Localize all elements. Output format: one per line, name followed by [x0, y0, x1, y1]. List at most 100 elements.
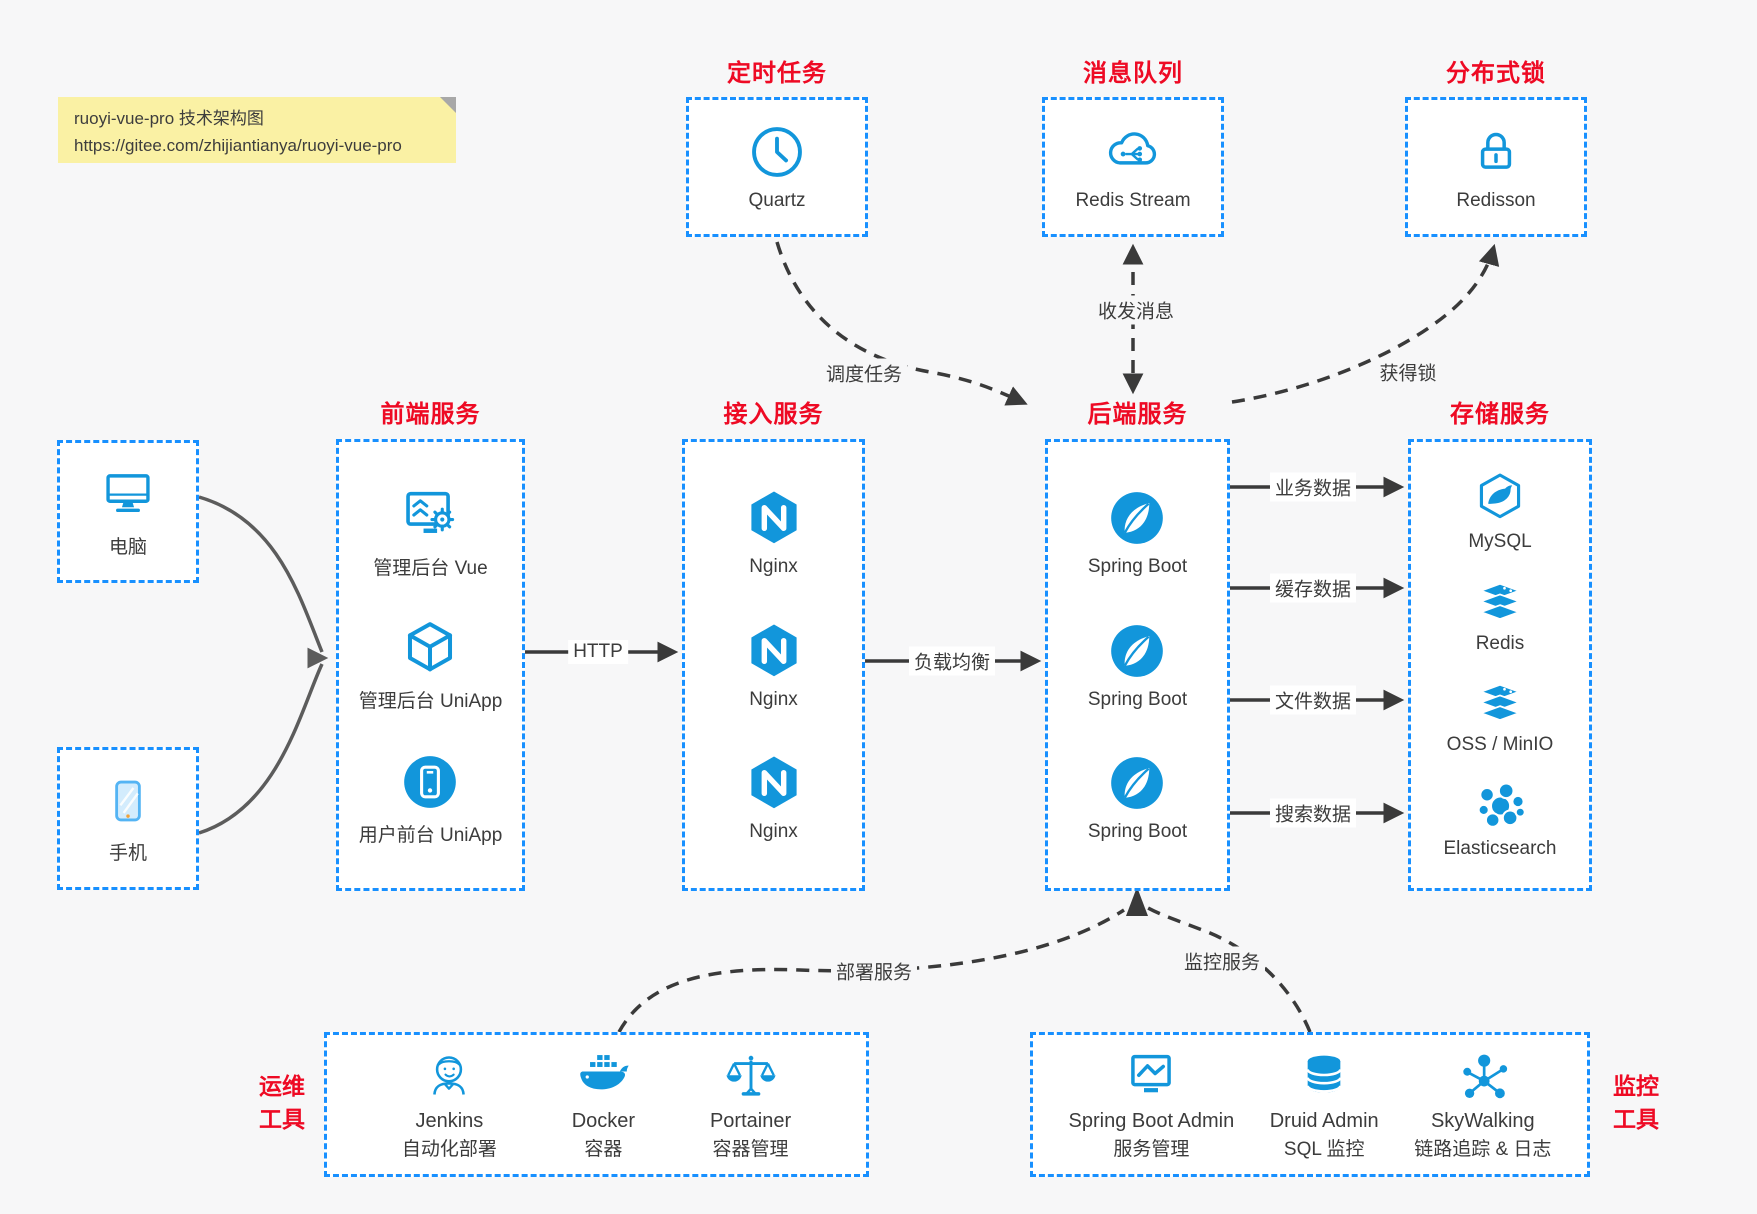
node-quartz: Quartz: [686, 97, 868, 237]
edge-label-load-balance: 负载均衡: [908, 646, 996, 676]
group-title-scheduled-jobs: 定时任务: [727, 60, 827, 87]
node-sublabel: SQL 监控: [1283, 1138, 1365, 1160]
node-redis-stream: Redis Stream: [1042, 97, 1224, 237]
node-oss-minio: OSS / MinIO: [1446, 679, 1554, 756]
column-storage: MySQL Redis OSS / MinIO: [1408, 439, 1592, 891]
elasticsearch-icon: [1477, 782, 1526, 828]
column-backend: Spring Boot Spring Boot Spring Boot: [1045, 439, 1230, 891]
node-sublabel: 服务管理: [1113, 1138, 1190, 1160]
skywalking-icon: [1463, 1054, 1507, 1098]
group-title-message-queue: 消息队列: [1083, 60, 1183, 87]
edge-label-schedule: 调度任务: [820, 358, 908, 388]
node-label: Redis Stream: [1075, 189, 1191, 211]
note-title: ruoyi-vue-pro 技术架构图: [74, 109, 264, 128]
spring-icon: [1111, 492, 1164, 545]
node-label: Jenkins: [415, 1109, 484, 1132]
docker-icon: [580, 1053, 630, 1089]
column-frontend: 管理后台 Vue 管理后台 UniApp 用户前台 UniApp: [336, 439, 525, 891]
node-label: 管理后台 UniApp: [358, 691, 503, 712]
column-title-storage: 存储服务: [1450, 401, 1550, 428]
ops-toolbox: Jenkins 自动化部署 Docker 容器: [324, 1032, 869, 1177]
node-label: SkyWalking: [1430, 1109, 1535, 1132]
node-admin-vue: 管理后台 Vue: [373, 484, 488, 580]
node-sublabel: 链路追踪 & 日志: [1414, 1138, 1552, 1160]
edge-deploy: [617, 908, 1125, 1033]
portainer-icon: [726, 1055, 776, 1096]
node-sublabel: 容器管理: [712, 1138, 789, 1160]
edge-label-business-data: 业务数据: [1269, 472, 1357, 502]
node-label: 手机: [108, 842, 147, 864]
node-mysql: MySQL: [1468, 470, 1532, 553]
desktop-icon: [106, 473, 150, 512]
user-app-icon: [404, 755, 457, 808]
nginx-icon: [750, 624, 797, 676]
monitor-title-line2: 工具: [1613, 1106, 1659, 1133]
monitor-title-line1: 监控: [1613, 1073, 1659, 1099]
node-label: Druid Admin: [1269, 1109, 1379, 1132]
springboot-admin-icon: [1131, 1054, 1172, 1092]
redis-icon: [1478, 582, 1522, 620]
group-title-distributed-lock: 分布式锁: [1446, 60, 1546, 87]
sticky-note: ruoyi-vue-pro 技术架构图 https://gitee.com/zh…: [58, 97, 456, 163]
edge-label-message: 收发消息: [1092, 295, 1180, 325]
edge-label-deploy: 部署服务: [830, 956, 918, 986]
node-label: MySQL: [1468, 531, 1532, 553]
node-label: Elasticsearch: [1443, 837, 1557, 859]
edge-bottom-arrowhead: [1126, 887, 1148, 916]
node-label: Portainer: [709, 1109, 792, 1132]
nginx-icon: [750, 756, 797, 808]
node-label: Redis: [1475, 632, 1525, 654]
edge-label-http: HTTP: [568, 640, 628, 664]
node-label: Docker: [571, 1109, 636, 1132]
node-portainer: Portainer 容器管理: [710, 1049, 791, 1161]
edge-label-cache-data: 缓存数据: [1269, 573, 1357, 603]
edge-label-search-data: 搜索数据: [1269, 798, 1357, 828]
mq-cloud-icon: [1108, 131, 1157, 165]
clock-icon: [752, 126, 802, 177]
node-elasticsearch: Elasticsearch: [1444, 781, 1557, 860]
edge-lock: [1231, 243, 1500, 404]
node-redis: Redis: [1473, 578, 1527, 655]
edge-phone-to-frontend: [198, 663, 324, 835]
node-skywalking: SkyWalking 链路追踪 & 日志: [1414, 1049, 1551, 1161]
smartphone-icon: [115, 780, 141, 821]
uniapp-cube-icon: [408, 622, 453, 672]
node-springboot-admin: Spring Boot Admin 服务管理: [1068, 1049, 1235, 1161]
node-springboot-3: Spring Boot: [1088, 752, 1187, 843]
node-redisson: Redisson: [1405, 97, 1587, 237]
spring-icon: [1111, 624, 1164, 677]
node-label: Nginx: [749, 820, 798, 842]
node-springboot-2: Spring Boot: [1088, 620, 1187, 711]
ops-group-title: 运维 工具: [244, 1070, 320, 1137]
oss-icon: [1478, 683, 1522, 722]
node-label: Spring Boot Admin: [1068, 1109, 1235, 1132]
edge-label-monitor: 监控服务: [1178, 946, 1266, 976]
column-title-backend: 后端服务: [1087, 401, 1188, 428]
monitor-toolbox: Spring Boot Admin 服务管理 Druid Admin SQL 监…: [1030, 1032, 1590, 1177]
node-label: Spring Boot: [1087, 688, 1188, 710]
nginx-icon: [750, 491, 797, 544]
node-admin-uniapp: 管理后台 UniApp: [358, 617, 503, 713]
edge-monitor: [1147, 906, 1312, 1033]
column-gateway: Nginx Nginx Nginx: [682, 439, 865, 891]
node-druid-admin: Druid Admin SQL 监控: [1270, 1049, 1379, 1161]
node-jenkins: Jenkins 自动化部署: [402, 1049, 497, 1161]
jenkins-icon: [433, 1055, 466, 1095]
ops-title-line2: 工具: [259, 1106, 305, 1133]
mysql-icon: [1479, 473, 1521, 519]
node-label: 用户前台 UniApp: [358, 824, 503, 846]
node-sublabel: 自动化部署: [401, 1138, 497, 1160]
edge-label-lock: 获得锁: [1374, 357, 1442, 387]
node-label: Nginx: [749, 556, 798, 578]
node-label: Nginx: [749, 688, 798, 710]
monitor-group-title: 监控 工具: [1598, 1070, 1674, 1137]
note-url: https://gitee.com/zhijiantianya/ruoyi-vu…: [74, 136, 402, 156]
node-label: Spring Boot: [1087, 556, 1188, 578]
node-springboot-1: Spring Boot: [1088, 487, 1187, 578]
column-title-gateway: 接入服务: [723, 401, 824, 428]
spring-icon: [1111, 756, 1164, 809]
node-nginx-2: Nginx: [743, 620, 805, 711]
edge-label-file-data: 文件数据: [1269, 685, 1357, 715]
node-label: OSS / MinIO: [1446, 734, 1554, 756]
